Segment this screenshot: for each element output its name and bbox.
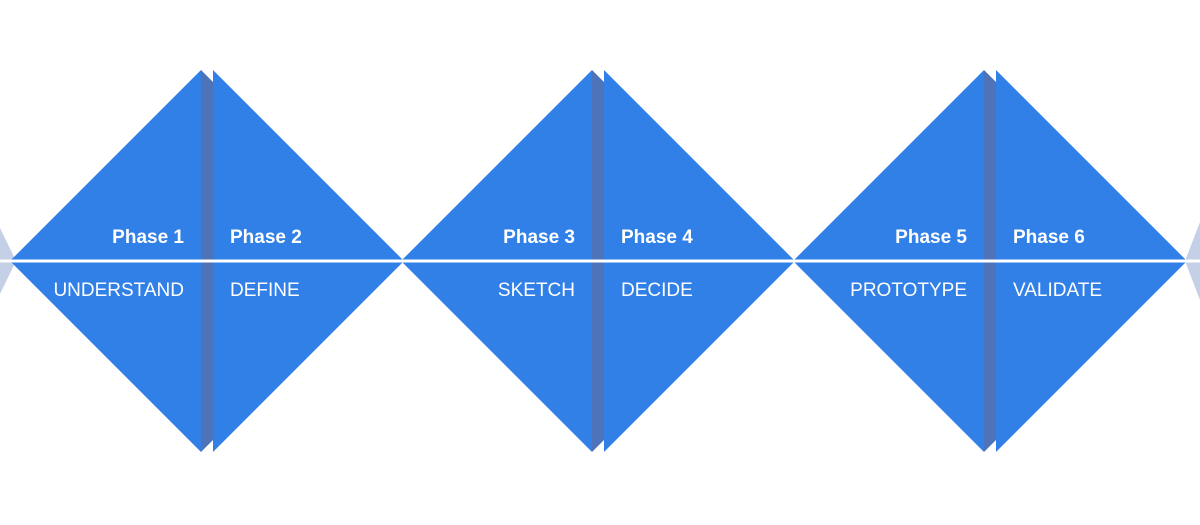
- phase-6-name: VALIDATE: [1013, 280, 1102, 301]
- phase-1-number: Phase 1: [112, 227, 184, 248]
- phase-5-name: PROTOTYPE: [850, 280, 967, 301]
- phase-3-number: Phase 3: [503, 227, 575, 248]
- phase-3-name: SKETCH: [498, 280, 575, 301]
- phase-2-number: Phase 2: [230, 227, 302, 248]
- phase-2-name: DEFINE: [230, 280, 300, 301]
- phase-6-number: Phase 6: [1013, 227, 1085, 248]
- phase-4-name: DECIDE: [621, 280, 693, 301]
- phase-5-number: Phase 5: [895, 227, 967, 248]
- phase-4-number: Phase 4: [621, 227, 693, 248]
- phase-labels: Phase 1 UNDERSTAND Phase 2 DEFINE Phase 3 SKE…: [53, 227, 1102, 301]
- phase-1-name: UNDERSTAND: [53, 280, 184, 301]
